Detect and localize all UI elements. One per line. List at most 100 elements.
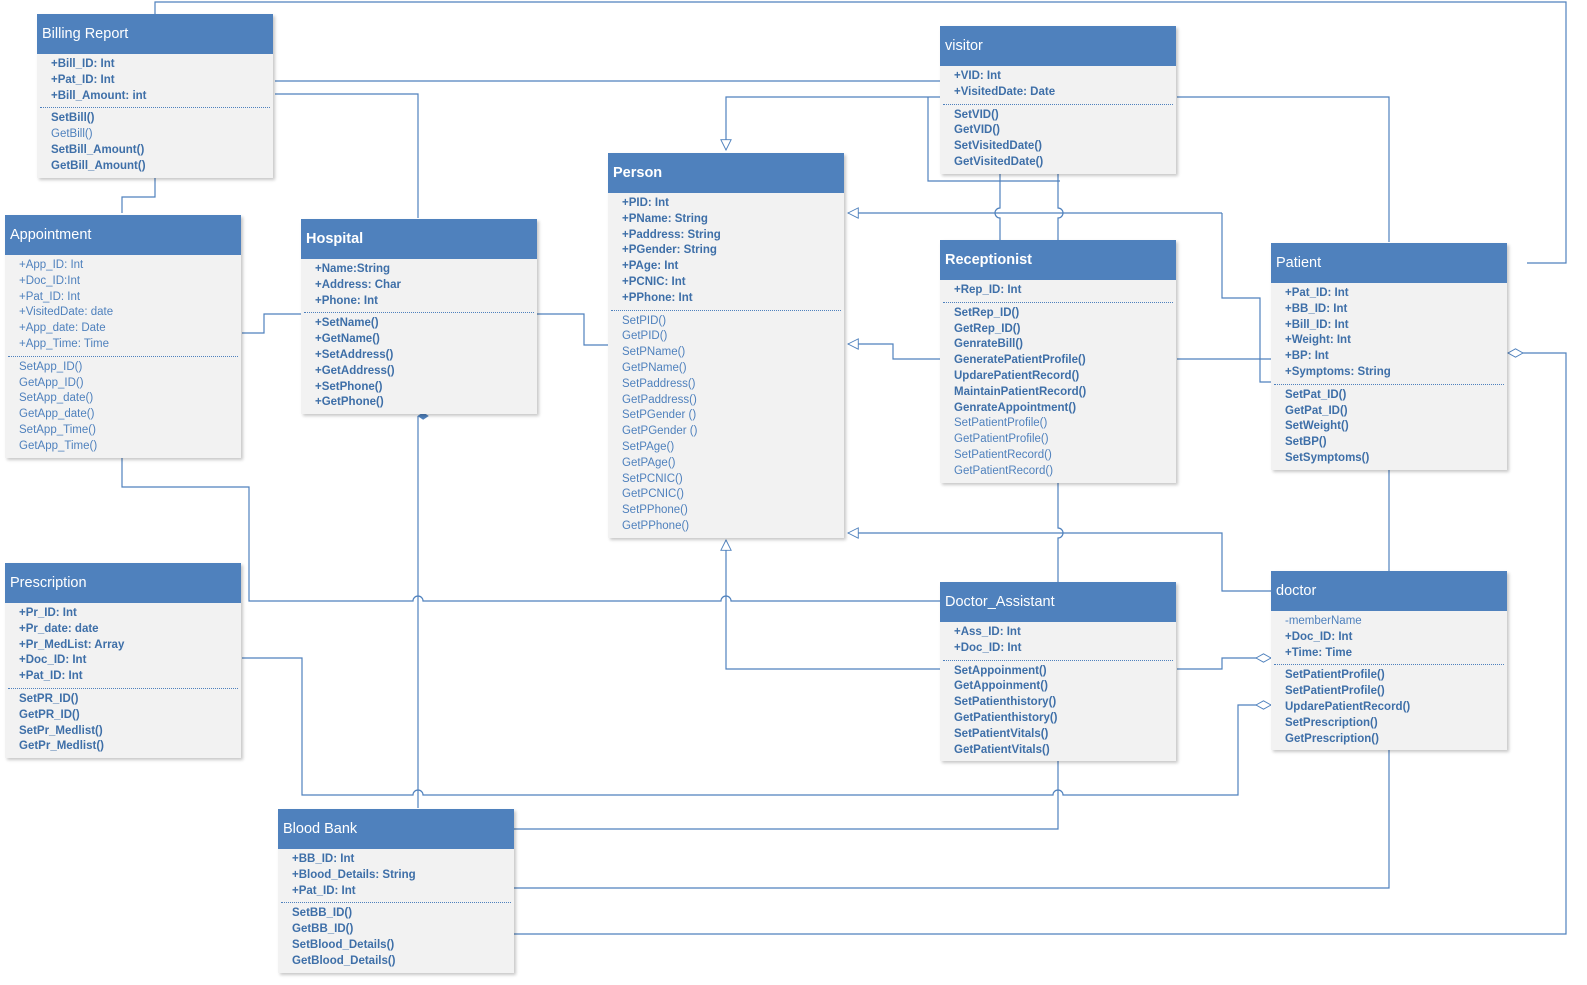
line-receptionist-to-patient [927,97,1060,182]
method-row: SetPR_ID() [19,692,79,705]
method-row: SetPatientProfile() [1285,685,1385,698]
class-appointment[interactable]: Appointment+App_ID: Int+Doc_ID:Int+Pat_I… [5,215,241,458]
method-row: GetPat_ID() [1285,404,1348,417]
method-row: GetApp_date() [19,408,95,421]
attribute-row: +BB_ID: Int [292,853,355,865]
line-patient-to-person [1221,213,1271,383]
section-divider [1274,383,1504,385]
line-hospital-to-person [537,313,608,346]
section-divider [943,659,1173,661]
attribute-row: +App_ID: Int [19,259,84,271]
method-row: GetVID() [954,124,1000,137]
method-list: SetApp_ID()GetApp_ID()SetApp_date()GetAp… [5,357,241,458]
method-list: SetPat_ID()GetPat_ID()SetWeight()SetBP()… [1271,385,1507,470]
line-appointment-to-assistant [121,456,940,602]
class-blood-bank[interactable]: Blood Bank +BB_ID: Int +Blood_Details: Str… [278,809,514,973]
method-row: SetBlood_Details() [292,938,395,951]
line-assistant-to-doctor [1177,653,1272,670]
class-title: Appointment [5,215,241,255]
class-person[interactable]: Person+PID: Int+PName: String+Paddress: … [608,153,844,538]
attribute-row: +Pr_date: date [19,622,99,635]
attribute-row: +Weight: Int [1285,334,1351,347]
class-hospital[interactable]: Hospital+Name:String+Address: Char+Phone… [301,219,537,415]
method-row: SetAppoinment() [954,664,1047,677]
class-title: Blood Bank [278,809,514,849]
method-row: SetApp_ID() [19,360,83,373]
attribute-row: +Pat_ID: Int [1285,287,1349,299]
section-divider [1274,664,1504,666]
attribute-row: -memberName [1285,615,1362,627]
line-receptionist-to-person [848,344,940,360]
method-row: SetBill_Amount() [51,143,145,156]
method-row: UpdarePatientRecord() [954,369,1080,382]
line-assistant-to-bloodbank [514,760,1059,830]
attribute-row: +Address: Char [315,278,401,291]
attribute-row: +Time: Time [1285,646,1353,659]
method-row: SetSymptoms() [1285,451,1370,464]
class-title: Receptionist [940,240,1176,280]
method-row: SetPatientVitals() [954,727,1049,740]
method-row: SetBill() [51,112,95,125]
attribute-row: +Doc_ID: Int [1285,630,1353,643]
method-row: SetPr_Medlist() [19,724,103,737]
method-list: SetAppoinment()GetAppoinment()SetPatient… [940,661,1176,762]
method-row: GetPatientRecord() [954,464,1054,477]
method-row: SetPrescription() [1285,716,1378,729]
attribute-row: +VisitedDate: date [19,306,114,319]
section-divider [8,355,238,357]
method-row: SetPID() [622,314,667,327]
line-billing-to-hospital [275,93,419,218]
attribute-list: +Rep_ID: Int [940,280,1176,302]
method-row: SetPAge() [622,440,675,453]
section-divider [943,103,1173,105]
method-row: GetPPhone() [622,519,690,532]
attribute-list: +App_ID: Int+Doc_ID:Int+Pat_ID: Int+Visi… [5,255,241,356]
line-billing-to-receptionist [275,80,1001,240]
attribute-list: +Ass_ID: Int +Doc_ID: Int [940,622,1176,660]
attribute-row: +App_date: Date [19,322,106,335]
method-row: GetBB_ID() [292,923,354,936]
method-row: SetPName() [622,346,686,359]
line-bloodbank-to-patient [514,348,1567,935]
attribute-list: +PID: Int+PName: String+Paddress: String… [608,193,844,310]
line-prescription-to-bloodbank [242,657,1272,796]
method-row: +GetAddress() [315,364,395,377]
attribute-row: +VID: Int [954,70,1001,82]
line-billing-to-appointment [121,176,156,213]
line-visitor-to-patient [1177,96,1390,242]
attribute-row: +Pat_ID: Int [292,884,356,897]
class-doctor-assistant[interactable]: Doctor_Assistant+Ass_ID: Int+Doc_ID: Int… [940,582,1176,762]
attribute-row: +Ass_ID: Int [954,626,1021,638]
method-row: GetApp_ID() [19,376,84,389]
line-receptionist-to-assistant [1057,480,1064,582]
method-row: SetPatientProfile() [1285,669,1385,682]
attribute-row: +Doc_ID: Int [954,641,1022,654]
class-prescription[interactable]: Prescription+Pr_ID: Int+Pr_date: date+Pr… [5,563,241,759]
class-doctor[interactable]: doctor-memberName+Doc_ID: Int+Time: Time… [1271,571,1507,751]
class-title: visitor [940,26,1176,66]
class-billing-report[interactable]: Billing Report+Bill_ID: Int+Pat_ID: Int+… [37,14,273,178]
line-visitor-to-person [726,96,940,150]
section-divider [40,107,270,109]
method-row: +SetPhone() [315,380,383,393]
method-row: GeneratePatientProfile() [954,354,1086,367]
attribute-row: +Symptoms: String [1285,365,1391,378]
attribute-row: +Bill_ID: Int [51,58,115,70]
class-patient[interactable]: Patient+Pat_ID: Int+BB_ID: Int+Bill_ID: … [1271,243,1507,470]
line-doctor-to-person [848,533,1271,592]
method-row: GetRep_ID() [954,322,1021,335]
attribute-row: +Blood_Details: String [292,868,416,881]
line-billing-to-patient [154,1,1567,264]
method-row: +SetAddress() [315,348,394,361]
line-appointment-to-hospital [242,313,301,334]
method-row: GetBill() [51,128,93,141]
method-row: SetPatienthistory() [954,696,1057,709]
method-row: GetPrescription() [1285,732,1379,745]
attribute-row: +PID: Int [622,197,669,209]
method-row: GetBill_Amount() [51,159,146,172]
class-title: Prescription [5,563,241,603]
method-row: SetVID() [954,108,999,121]
method-row: GetPatientProfile() [954,433,1049,446]
